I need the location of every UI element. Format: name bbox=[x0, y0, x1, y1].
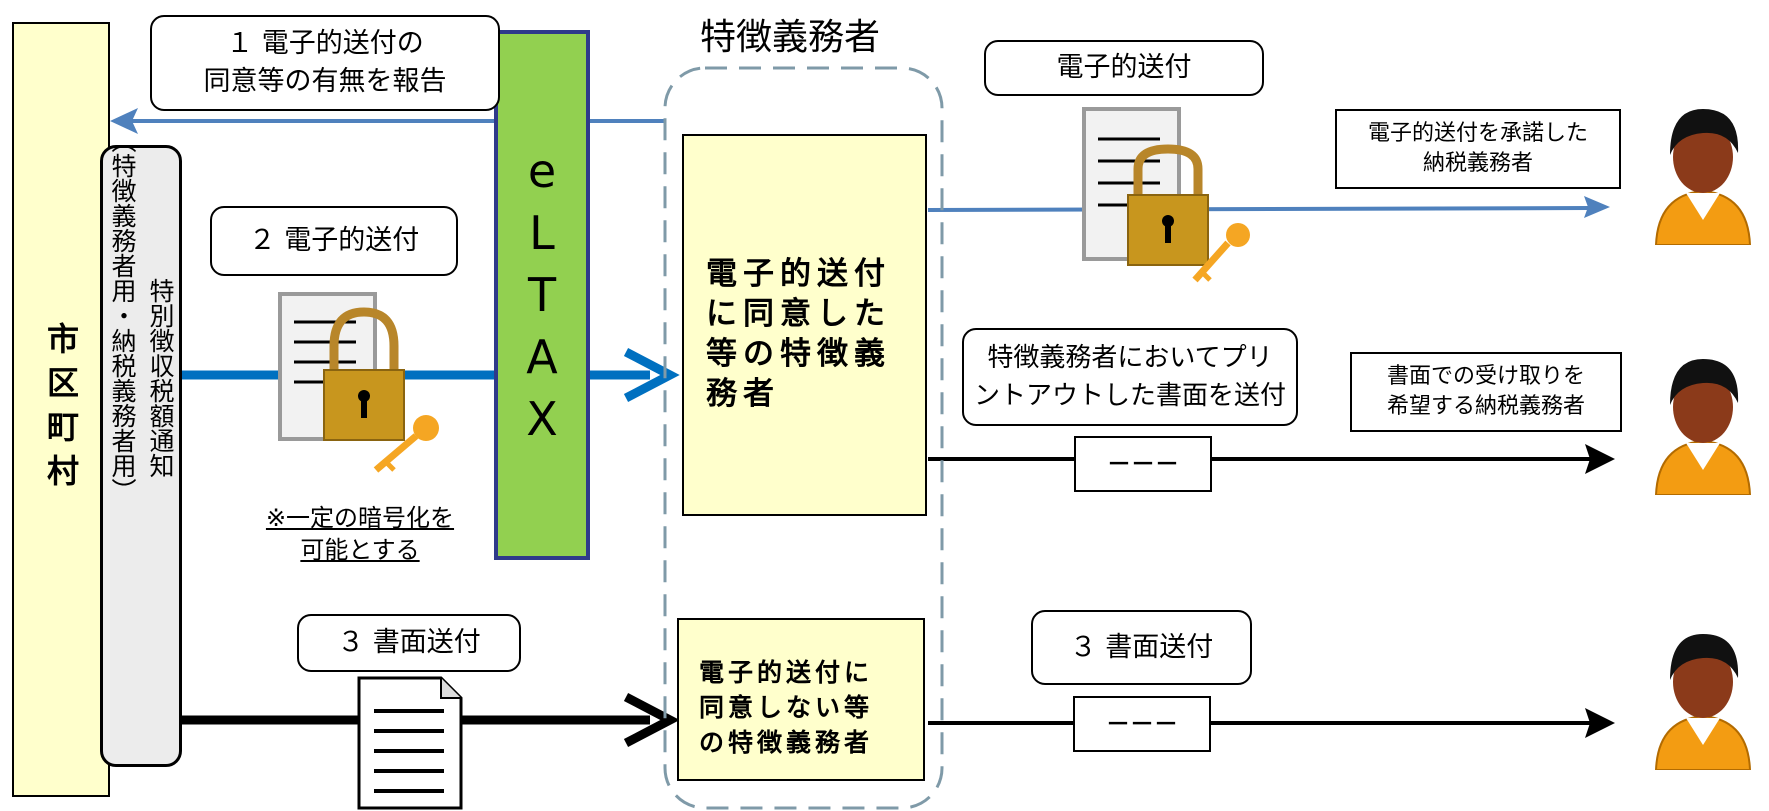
encrypted-document-icon bbox=[278, 292, 439, 473]
withholder-no-consent-line3: の特徴義務者 bbox=[699, 728, 874, 757]
report-callout-line2: 同意等の有無を報告 bbox=[203, 66, 447, 97]
paper-document-icon bbox=[357, 676, 463, 810]
electronic-callout: ２ 電子的送付 bbox=[210, 206, 458, 276]
paper-right-arrowhead bbox=[1585, 708, 1615, 738]
taxpayer-accepted-label: 電子的送付を承諾した 納税義務者 bbox=[1335, 109, 1621, 189]
report-callout: １ 電子的送付の 同意等の有無を報告 bbox=[150, 15, 500, 111]
municipality-label: 市区町村 bbox=[42, 321, 80, 498]
withholder-title: 特徴義務者 bbox=[700, 17, 881, 58]
withholder-no-consent-line2: 同意しない等 bbox=[699, 693, 874, 722]
print-out-line2: ントアウトした書面を送付 bbox=[973, 381, 1286, 411]
withholder-consent-line3: 等の特徴義 bbox=[706, 336, 891, 372]
notice-box: 特別徴収税額通知 （特徴義務者用・納税義務者用） bbox=[100, 128, 182, 767]
dash-box-paper: －－－ bbox=[1073, 696, 1211, 752]
electronic-right-arrowhead bbox=[1584, 196, 1610, 218]
report-arrowhead bbox=[110, 108, 138, 134]
taxpayer-no-consent-person-icon bbox=[1654, 634, 1752, 770]
print-arrowhead bbox=[1585, 444, 1615, 474]
taxpayer-paper-label: 書面での受け取りを 希望する納税義務者 bbox=[1350, 352, 1622, 432]
report-callout-line1: １ 電子的送付の bbox=[226, 28, 424, 59]
taxpayer-accepted-line2: 納税義務者 bbox=[1422, 151, 1533, 176]
withholder-consent-line4: 務者 bbox=[706, 376, 780, 412]
electronic-right-line bbox=[927, 206, 1591, 212]
withholder-no-consent-line1: 電子的送付に bbox=[699, 658, 874, 687]
print-out-line1: 特徴義務者においてプリ bbox=[987, 343, 1273, 373]
encryption-note-line2: 可能とする bbox=[300, 536, 420, 564]
withholder-no-consent-box: 電子的送付に 同意しない等 の特徴義務者 bbox=[677, 618, 925, 781]
paper-left-callout: ３ 書面送付 bbox=[297, 614, 521, 672]
withholder-consent-line1: 電子的送付 bbox=[706, 256, 891, 292]
taxpayer-paper-line2: 希望する納税義務者 bbox=[1386, 394, 1585, 419]
taxpayer-paper-line1: 書面での受け取りを bbox=[1386, 364, 1585, 389]
eltax-box: eLTAX bbox=[494, 30, 590, 560]
electronic-right-callout: 電子的送付 bbox=[984, 40, 1264, 96]
encrypted-document-right-icon bbox=[1082, 107, 1250, 283]
paper-right-callout: ３ 書面送付 bbox=[1031, 610, 1252, 685]
withholder-consent-line2: に同意した bbox=[706, 296, 891, 332]
taxpayer-accepted-line1: 電子的送付を承諾した bbox=[1367, 121, 1588, 146]
paper-arrowhead bbox=[623, 693, 680, 747]
print-out-callout: 特徴義務者においてプリ ントアウトした書面を送付 bbox=[962, 328, 1298, 426]
encryption-note: ※一定の暗号化を 可能とする bbox=[255, 502, 465, 566]
dash-box-print: －－－ bbox=[1074, 436, 1212, 492]
eltax-label: eLTAX bbox=[526, 144, 558, 446]
withholder-consent-box: 電子的送付 に同意した 等の特徴義 務者 bbox=[682, 134, 927, 516]
electronic-arrowhead bbox=[623, 348, 680, 402]
municipality-box: 市区町村 bbox=[12, 22, 110, 797]
withholder-group-border bbox=[663, 66, 944, 810]
taxpayer-accepted-person-icon bbox=[1654, 109, 1752, 245]
taxpayer-paper-person-icon bbox=[1654, 359, 1752, 495]
notice-title: 特別徴収税額通知 bbox=[146, 278, 175, 478]
notice-subtitle: （特徴義務者用・納税義務者用） bbox=[108, 128, 137, 503]
encryption-note-line1: ※一定の暗号化を bbox=[265, 504, 455, 532]
